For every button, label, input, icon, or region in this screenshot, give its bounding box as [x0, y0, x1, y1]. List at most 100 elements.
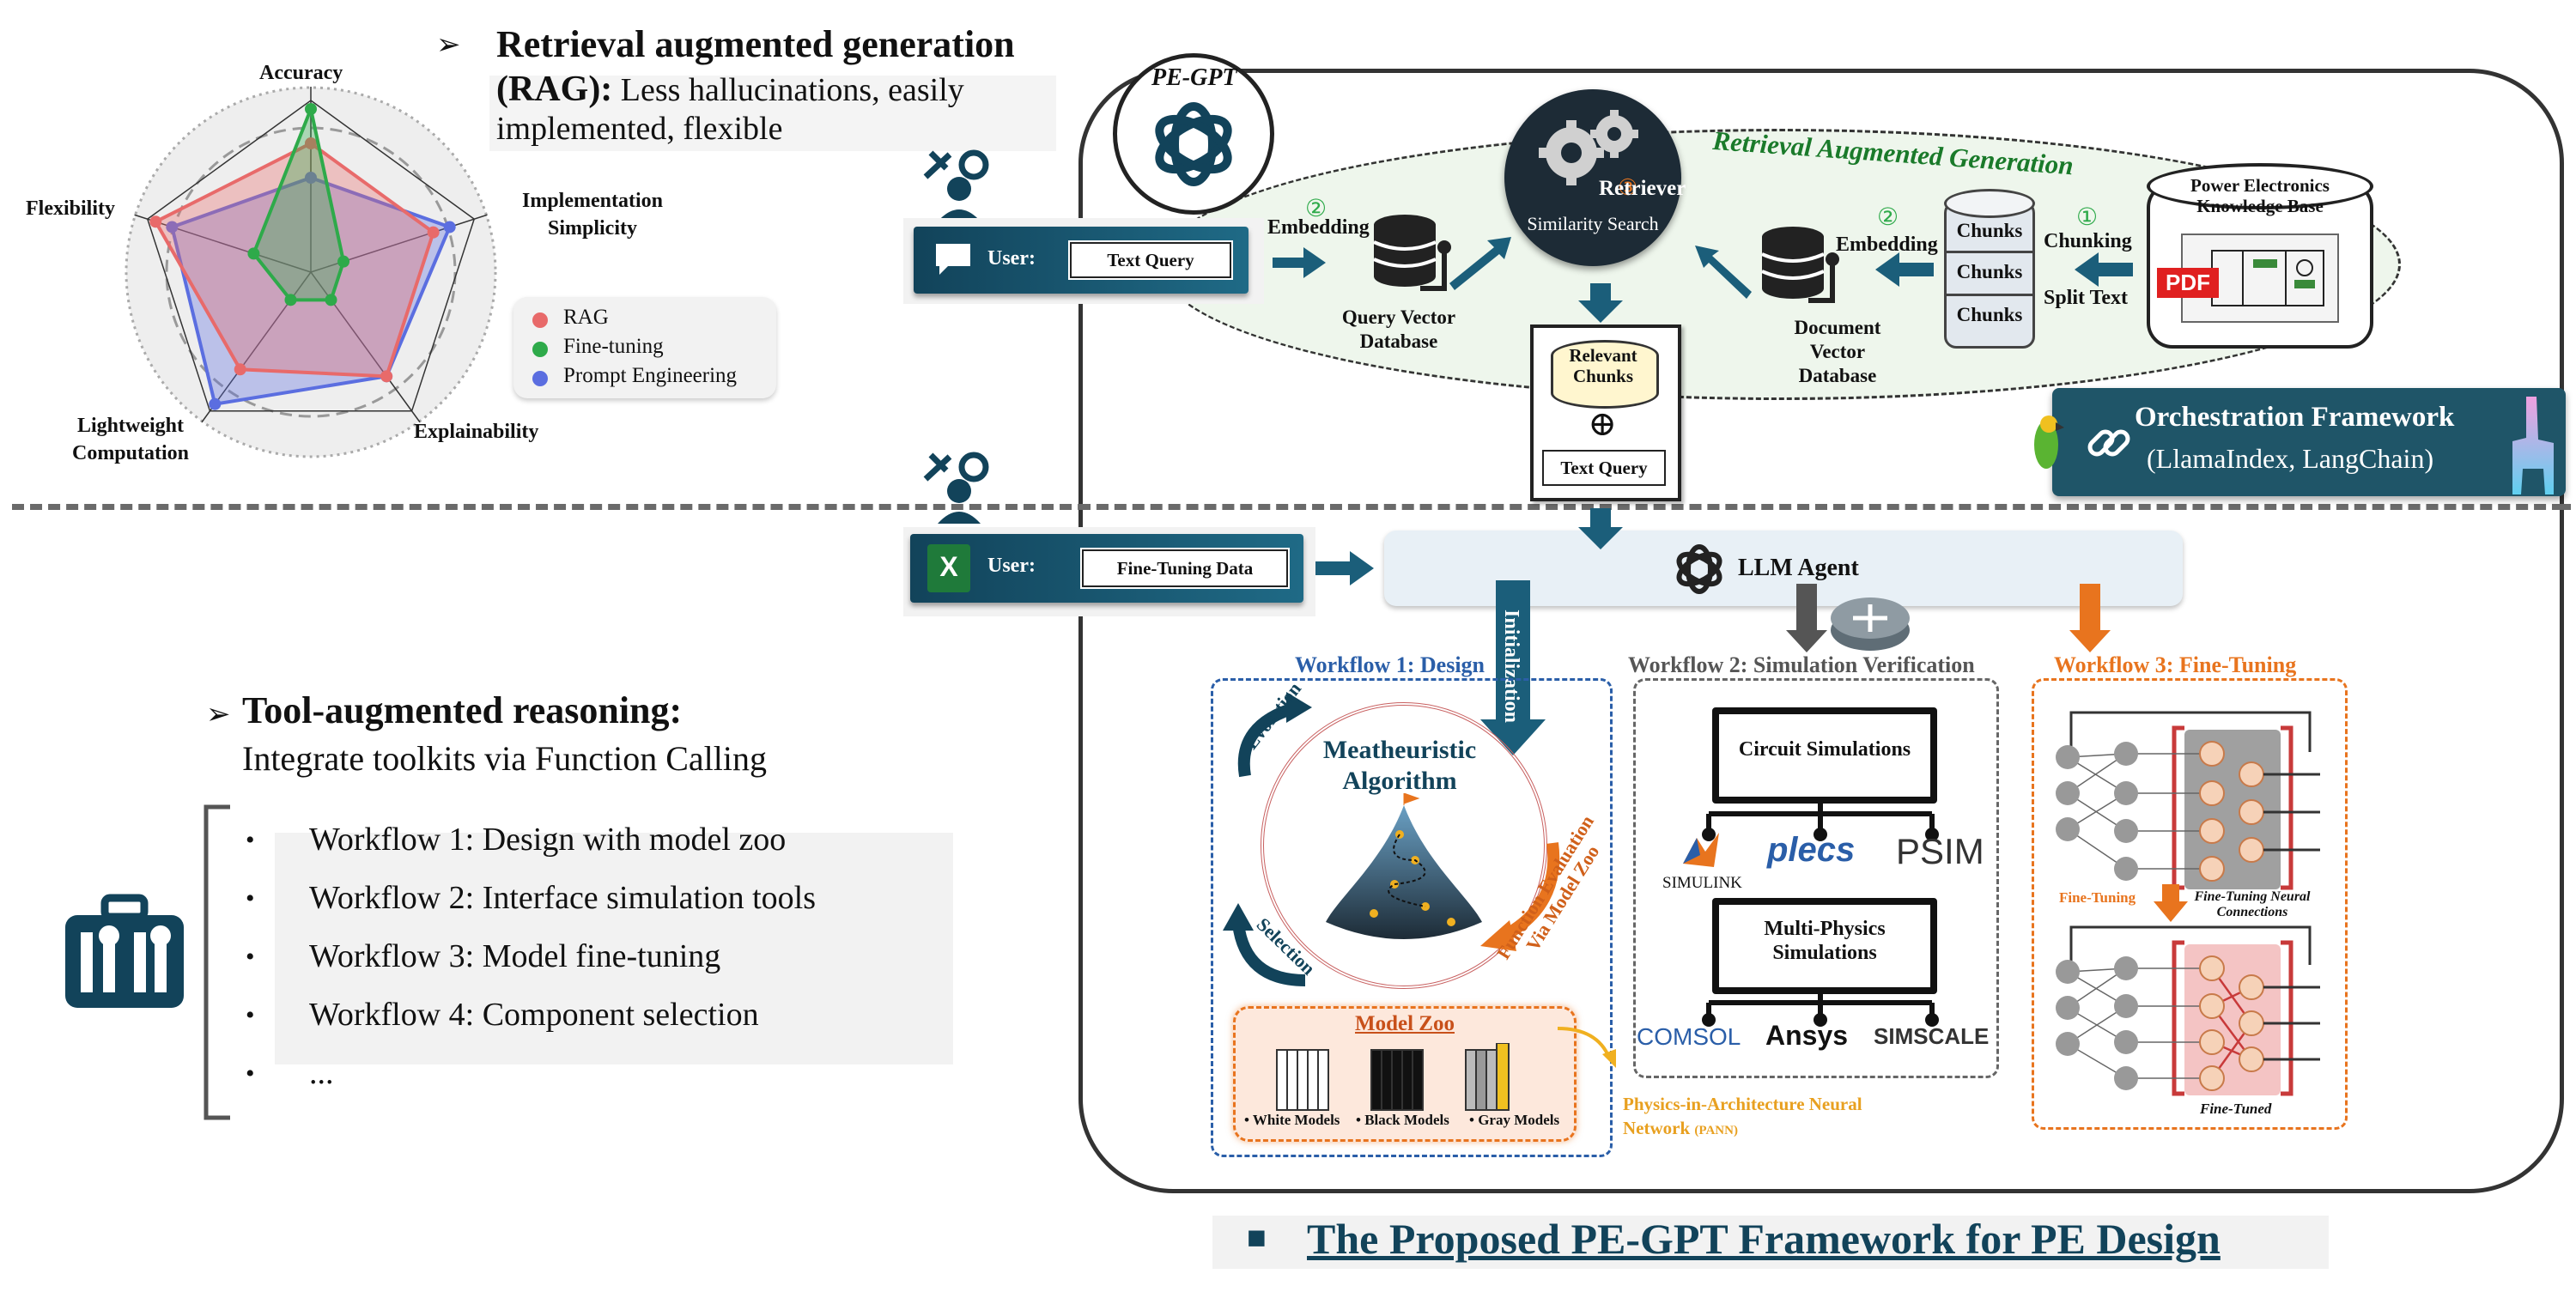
split-text-label: Split Text — [2044, 287, 2129, 309]
radar-point-fine-tuning-0 — [305, 103, 317, 115]
wf3-down-arrow-icon — [2154, 884, 2188, 922]
chunks-top — [1944, 189, 2035, 218]
similarity-label: Similarity Search — [1527, 213, 1659, 234]
user-query-label: User: — [987, 247, 1036, 270]
wf3-fine-tuning-label: Fine-Tuning — [2059, 889, 2136, 906]
radar-point-rag-0 — [305, 137, 317, 149]
chunks-stack: Chunks Chunks Chunks — [1944, 189, 2035, 349]
arrow-retriever-to-box — [1578, 283, 1623, 323]
section-separator-panel — [1078, 504, 2564, 510]
step-chunking: ① — [2076, 204, 2099, 231]
rag-heading-line3: implemented, flexible — [496, 111, 783, 147]
tool-bullet-2: • — [246, 884, 255, 913]
knowledge-base: Power Electronics Knowledge Base PDF — [2147, 163, 2373, 349]
llama-icon — [2512, 397, 2554, 494]
doc-db-icon — [1761, 227, 1839, 303]
wf1-search-cone-icon — [1326, 793, 1482, 939]
arrow-chunks-to-embedding — [1875, 252, 1934, 287]
wf1-evolution-arrow-icon — [1237, 692, 1312, 778]
radar-axis-accuracy: Accuracy — [259, 62, 343, 84]
radar-grid — [146, 100, 476, 412]
radar-point-rag-1 — [427, 226, 440, 239]
orchestration-subtitle: (LlamaIndex, LangChain) — [2147, 443, 2434, 474]
rag-heading-title: Retrieval augmented generation — [496, 23, 1015, 65]
legend-rag-swatch — [532, 312, 548, 328]
tool-arrow-bullet: ➢ — [206, 699, 231, 731]
simulink-label: SIMULINK — [1662, 874, 1742, 892]
model-zoo-title: Model Zoo — [1355, 1012, 1455, 1035]
radar-point-fine-tuning-3 — [284, 294, 297, 306]
radar-chart — [125, 86, 497, 458]
comsol-label: COMSOL — [1637, 1023, 1741, 1050]
link-icon — [2087, 429, 2130, 457]
query-db-label: Query Vector Database — [1341, 306, 1456, 352]
ansys-label: Ansys — [1765, 1020, 1849, 1051]
radar-point-rag-4 — [149, 215, 162, 228]
user-ft-label: User: — [987, 555, 1036, 577]
user-text-query-box: User: Text Query — [914, 227, 1249, 294]
retrieved-box: Relevant Chunks ⊕ Text Query — [1530, 324, 1681, 501]
rag-heading-bg — [489, 76, 1056, 151]
radar-spoke-4 — [134, 214, 312, 273]
tool-bullet-1: • — [246, 826, 255, 854]
step-embed-left: ② — [1305, 196, 1327, 222]
legend-prompt-swatch — [532, 371, 548, 386]
wf1-eval-arrow-icon — [1480, 842, 1560, 951]
footer-bg — [1212, 1216, 2329, 1269]
workflow1-box — [1211, 678, 1613, 1157]
radar-point-prompt-engineering-4 — [166, 221, 179, 234]
tool-heading-desc: Integrate toolkits via Function Calling — [242, 739, 768, 778]
psim-label: PSIM — [1896, 831, 1984, 871]
arrow-querydb-to-retriever — [1449, 237, 1511, 290]
arrow-agent-to-wf3 — [2069, 584, 2111, 652]
radar-point-fine-tuning-2 — [325, 294, 337, 306]
plus-icon: ⊕ — [1588, 404, 1617, 443]
orchestration-title: Orchestration Framework — [2135, 402, 2455, 433]
orchestration-box: Orchestration Framework (LlamaIndex, Lan… — [2052, 388, 2566, 496]
tool-bullet-5: • — [246, 1059, 255, 1088]
wf3-fine-tuned-label: Fine-Tuned — [2200, 1101, 2272, 1117]
tool-item-4: Workflow 4: Component selection — [309, 997, 759, 1033]
wf1-algorithm-label: Meatheuristic Algorithm — [1322, 736, 1477, 795]
circuit-sim-label: Circuit Simulations — [1738, 738, 1911, 761]
radar-point-prompt-engineering-0 — [305, 172, 317, 184]
legend-prompt-label: Prompt Engineering — [563, 364, 738, 387]
tool-list-bracket — [204, 804, 230, 1120]
gears-icon — [1539, 110, 1638, 185]
radar-series-fine-tuning — [252, 103, 346, 302]
step-embed-right: ② — [1877, 204, 1899, 231]
model-zoo-box: Model Zoo • White Models • Black Models … — [1233, 1006, 1577, 1142]
legend-finetune-swatch — [532, 342, 548, 357]
arrow-agent-to-wf2 — [1786, 584, 1827, 652]
retriever-label: Retriever — [1599, 177, 1686, 200]
router-icon — [1831, 597, 1910, 651]
user-query-value: Text Query — [1068, 240, 1233, 280]
text-query-label: Text Query — [1542, 450, 1666, 486]
model-books-icon — [1276, 1043, 1510, 1111]
arrow-initialization — [1480, 580, 1546, 755]
footer-title: The Proposed PE-GPT Framework for PE Des… — [1307, 1215, 2221, 1263]
embedding-right-label: Embedding — [1836, 234, 1938, 256]
radar-series-prompt-engineering — [169, 175, 453, 406]
pdf-badge: PDF — [2157, 268, 2219, 298]
kb-title: Power Electronics Knowledge Base — [2190, 175, 2330, 216]
arrow-user-to-embedding — [1273, 247, 1326, 278]
pe-gpt-logo: PE-GPT — [1113, 53, 1274, 215]
pe-gpt-logo-label: PE-GPT — [1151, 64, 1237, 91]
parrot-icon — [2034, 415, 2064, 469]
workflow3-box — [2032, 678, 2348, 1130]
black-models-label: • Black Models — [1356, 1112, 1449, 1128]
radar-point-prompt-engineering-3 — [209, 397, 222, 410]
workflow1-title: Workflow 1: Design — [1290, 652, 1490, 678]
retriever-node: ③ Retriever Similarity Search — [1504, 89, 1686, 266]
nn-before-icon — [2056, 711, 2320, 890]
arrow-user-to-agent — [1315, 551, 1374, 585]
chunking-label: Chunking — [2044, 230, 2132, 252]
initialization-label: Initialization — [1500, 610, 1522, 724]
pann-arrow-icon — [1557, 1027, 1616, 1068]
tool-item-3: Workflow 3: Model fine-tuning — [309, 938, 721, 974]
radar-point-fine-tuning-4 — [247, 247, 260, 260]
pann-label: Physics-in-Architecture Neural Network (… — [1623, 1094, 1862, 1138]
workflow3-title: Workflow 3: Fine-Tuning — [2049, 652, 2302, 678]
